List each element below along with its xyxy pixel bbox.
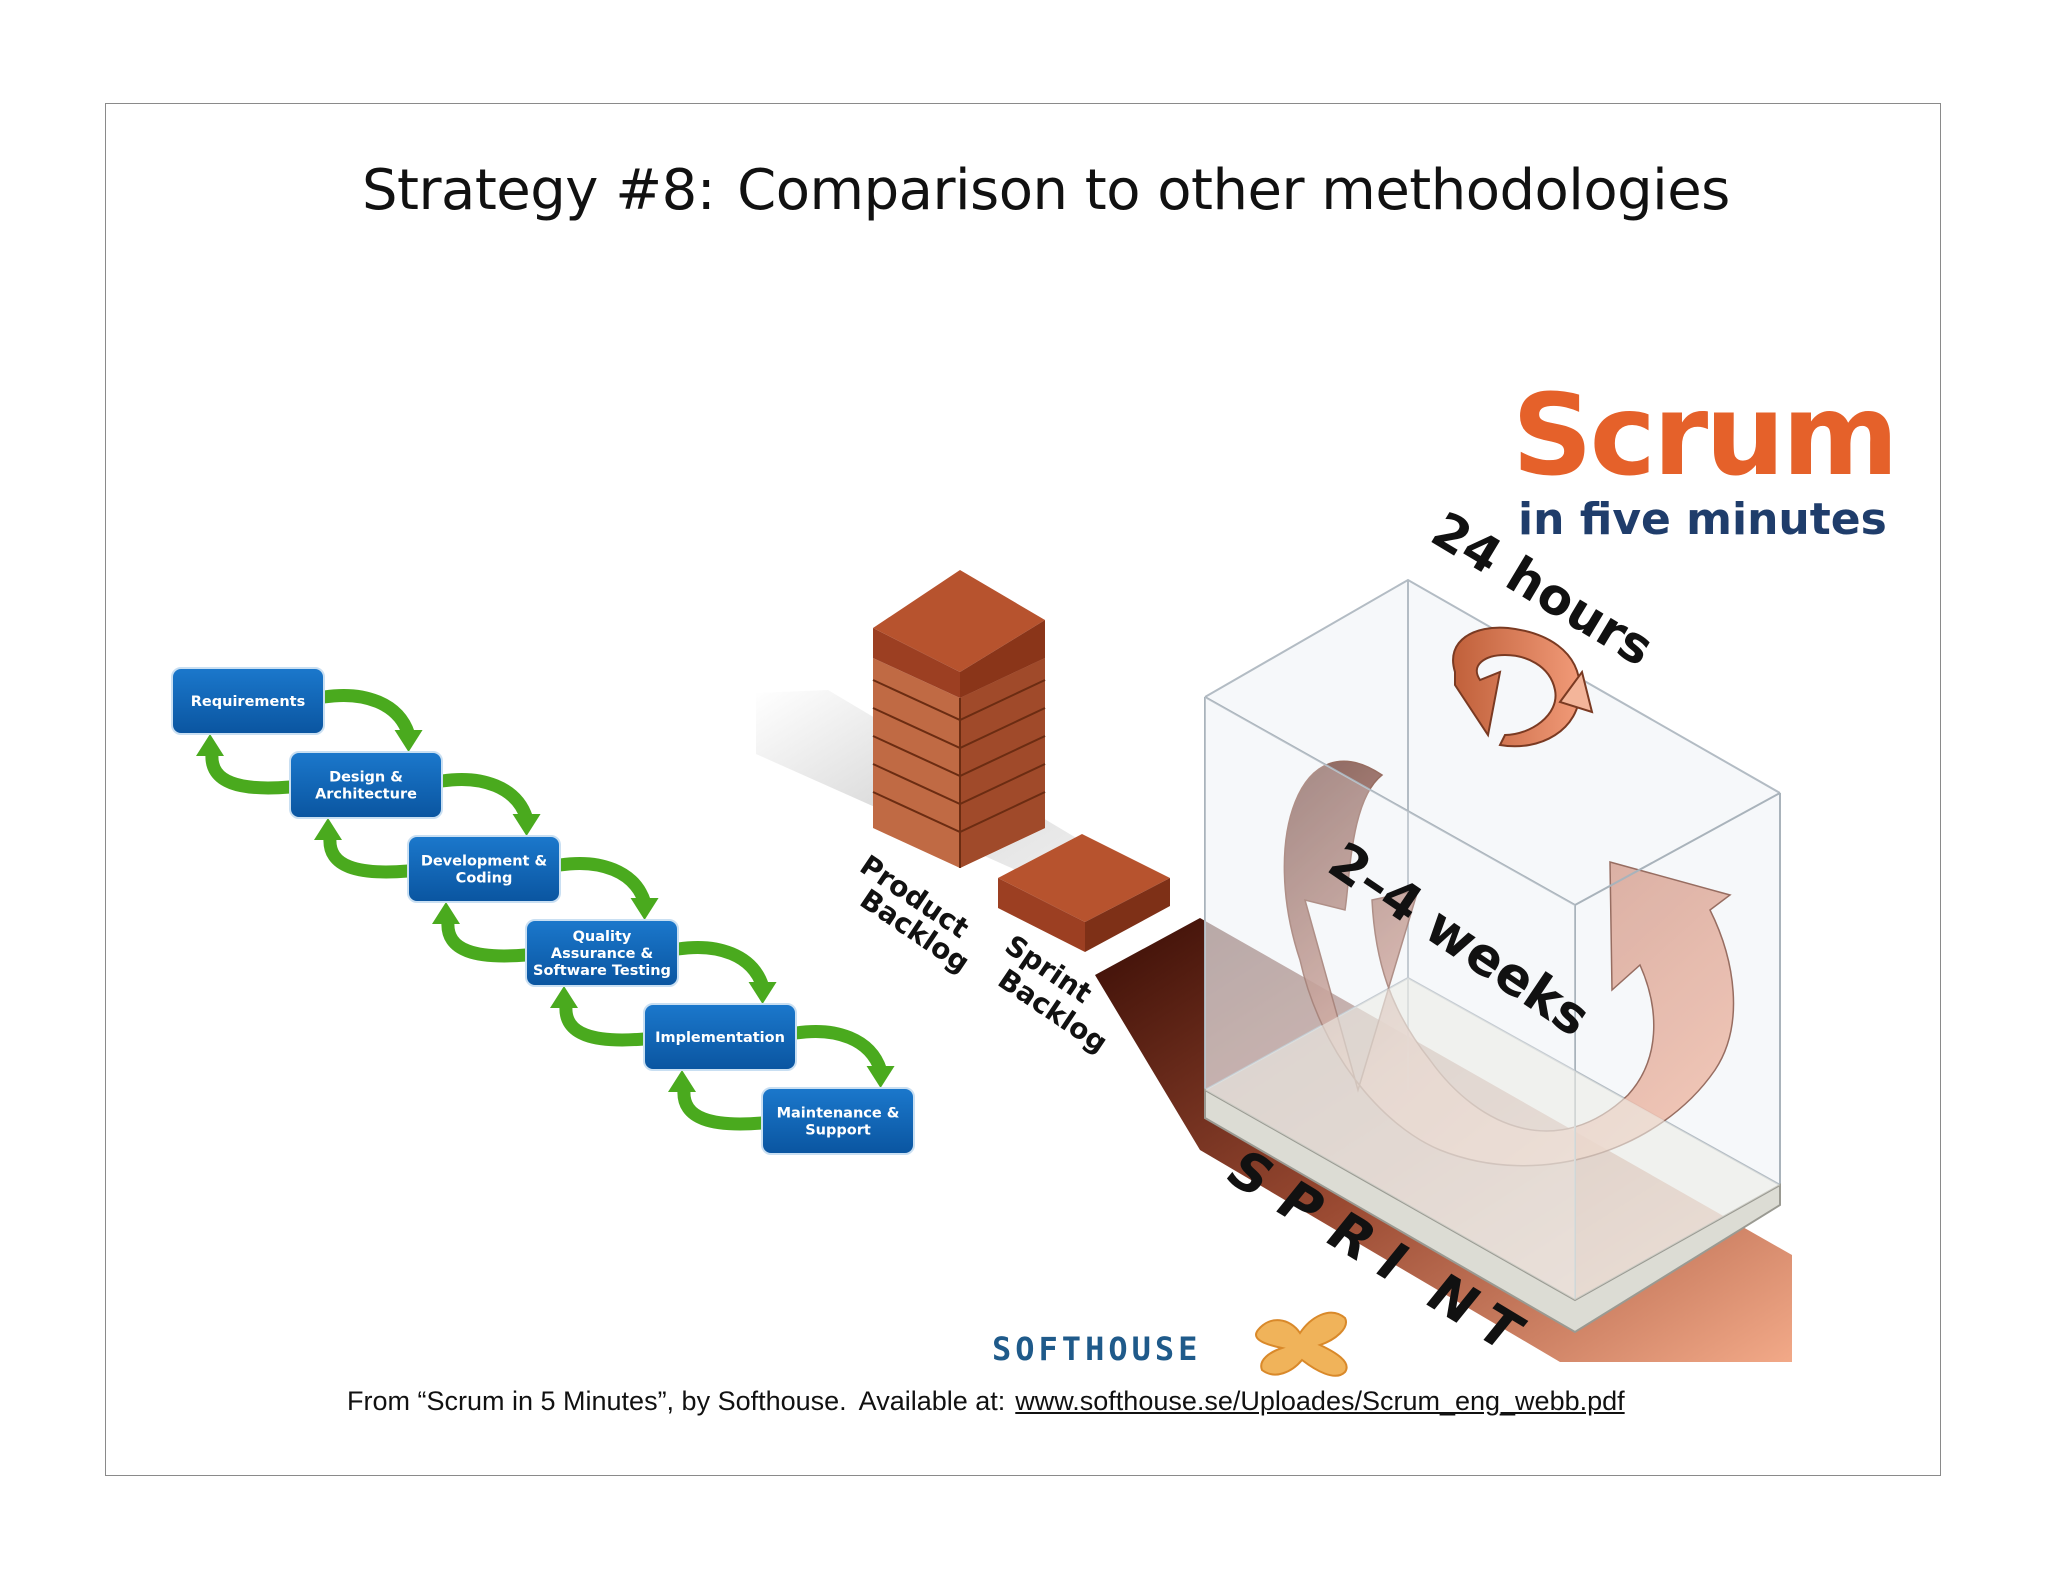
waterfall-step-box — [171, 667, 325, 735]
softhouse-logo-icon — [1255, 1311, 1348, 1377]
waterfall-return-arrow — [441, 915, 533, 963]
waterfall-step-box — [289, 751, 443, 819]
waterfall-return-arrow — [677, 1083, 769, 1131]
waterfall-step-label: Assurance & — [551, 946, 654, 962]
waterfall-forward-arrowhead — [630, 898, 659, 920]
waterfall-step: Development &Coding — [407, 835, 561, 903]
waterfall-return-arrow — [559, 999, 651, 1047]
softhouse-brand: SOFTHOUSE — [992, 1330, 1201, 1368]
waterfall-return-arrowhead — [668, 1070, 696, 1092]
scrum-illustration: Product Backlog Sprint Backlog — [756, 371, 1899, 1377]
product-backlog-stack — [872, 570, 1046, 868]
waterfall-step-label: Quality — [573, 929, 632, 945]
waterfall-step: Maintenance &Support — [761, 1087, 915, 1155]
waterfall-forward-arrowhead — [748, 982, 777, 1004]
waterfall-step-label: Software Testing — [533, 963, 671, 979]
waterfall-forward-arrowhead — [512, 814, 541, 836]
waterfall-step-label: Requirements — [191, 694, 306, 710]
source-link[interactable]: www.softhouse.se/Uploades/Scrum_eng_webb… — [1015, 1386, 1625, 1416]
slide-title: Strategy #8: Comparison to other methodol… — [362, 158, 1730, 223]
waterfall-return-arrowhead — [550, 986, 578, 1008]
waterfall-step: Requirements — [171, 667, 325, 735]
sprint-backlog-stack — [998, 834, 1170, 952]
caption-source: From “Scrum in 5 Minutes”, by Softhouse. — [347, 1386, 847, 1416]
waterfall-step-label: Design & — [329, 770, 403, 786]
waterfall-step: Implementation — [643, 1003, 797, 1071]
waterfall-forward-arrowhead — [866, 1066, 895, 1088]
daily-cycle-arrow — [1452, 626, 1594, 748]
waterfall-step: Design &Architecture — [289, 751, 443, 819]
waterfall-step-label: Maintenance & — [777, 1106, 900, 1122]
waterfall-step-box — [525, 919, 679, 987]
scrum-logo-subtitle: in five minutes — [1518, 494, 1887, 545]
waterfall-forward-arrow — [553, 857, 652, 909]
waterfall-forward-arrowhead — [394, 730, 423, 752]
waterfall-forward-arrow — [671, 941, 770, 993]
waterfall-return-arrowhead — [314, 818, 342, 840]
waterfall-return-arrow — [323, 831, 415, 879]
waterfall-forward-arrow — [789, 1025, 888, 1077]
source-caption: From “Scrum in 5 Minutes”, by Softhouse.… — [347, 1386, 1625, 1417]
title-topic: Comparison to other methodologies — [737, 158, 1730, 223]
sprint-base-plate — [1204, 978, 1781, 1334]
waterfall-step-label: Support — [805, 1123, 871, 1139]
waterfall-step-label: Coding — [456, 871, 513, 887]
caption-available: Available at: — [858, 1386, 1006, 1416]
waterfall-return-arrowhead — [196, 734, 224, 756]
waterfall-step-label: Implementation — [655, 1030, 785, 1046]
waterfall-return-arrowhead — [432, 902, 460, 924]
waterfall-step-box — [407, 835, 561, 903]
waterfall-step-box — [761, 1087, 915, 1155]
scrum-logo-word: Scrum — [1512, 371, 1896, 501]
title-strategy: Strategy #8: — [362, 158, 716, 223]
waterfall-return-arrow — [205, 747, 297, 795]
waterfall-forward-arrow — [435, 773, 534, 825]
waterfall-step-label: Development & — [421, 854, 548, 870]
waterfall-step-label: Architecture — [315, 787, 417, 803]
waterfall-forward-arrow — [317, 689, 416, 741]
waterfall-step-box — [643, 1003, 797, 1071]
